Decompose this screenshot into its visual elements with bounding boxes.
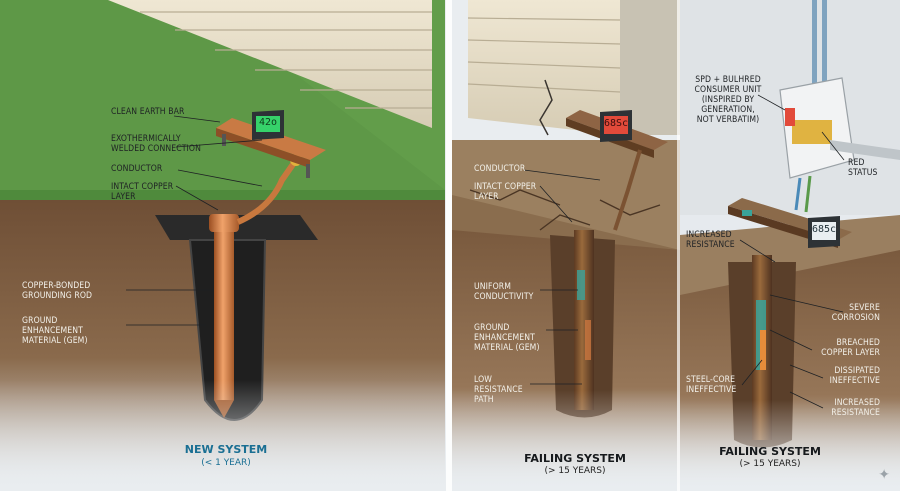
meter-reading-new: 42o: [258, 117, 278, 128]
wall-crack: [539, 79, 553, 136]
label-conductor-2: CONDUCTOR: [474, 164, 526, 174]
label-breached-copper: BREACHED COPPER LAYER: [821, 338, 880, 358]
ground-cracks: [469, 189, 661, 231]
title-failing-system-2: FAILING SYSTEM: [719, 445, 821, 458]
label-conductor: CONDUCTOR: [111, 164, 163, 174]
label-gem: GROUND ENHANCEMENT MATERIAL (GEM): [22, 316, 88, 346]
label-dissipated: DISSIPATED INEFFECTIVE: [829, 366, 880, 386]
label-steel-core: STEEL-CORE INEFFECTIVE: [686, 375, 737, 395]
subtitle-failing-system-2: (> 15 YEARS): [739, 459, 801, 469]
label-severe-corrosion: SEVERE CORROSION: [831, 303, 880, 323]
title-failing-system-1: FAILING SYSTEM: [524, 452, 626, 465]
label-gem-2: GROUND ENHANCEMENT MATERIAL (GEM): [474, 323, 540, 353]
spd-module: [792, 120, 832, 144]
earth-bar: [216, 118, 326, 160]
subtitle-new-system: (< 1 YEAR): [201, 458, 251, 468]
label-intact-copper-2: INTACT COPPER LAYER: [474, 182, 537, 202]
meter-reading-failing-2: 685c: [811, 224, 837, 235]
subtitle-failing-system-1: (> 15 YEARS): [544, 466, 606, 476]
label-uniform-conductivity: UNIFORM CONDUCTIVITY: [474, 282, 534, 302]
house-siding: [108, 0, 432, 128]
label-increased-resistance-top: INCREASED RESISTANCE: [686, 230, 735, 250]
label-red-status: RED STATUS: [848, 158, 878, 178]
panel-failing-system-1: [452, 0, 680, 491]
label-clean-earth-bar: CLEAN EARTH BAR: [111, 107, 185, 117]
rod-clamp: [209, 214, 239, 232]
label-increased-resistance-bottom: INCREASED RESISTANCE: [831, 398, 880, 418]
sparkle-icon: ✦: [878, 466, 890, 482]
label-grounding-rod: COPPER-BONDED GROUNDING ROD: [22, 281, 93, 301]
panel-failing-system-2: [680, 0, 900, 491]
label-intact-copper: INTACT COPPER LAYER: [111, 182, 174, 202]
red-status-light: [785, 108, 795, 126]
house-siding-2: [468, 0, 620, 135]
meter-reading-failing-1: 68Sc: [603, 118, 629, 129]
label-spd-consumer-unit: SPD + BULHRED CONSUMER UNIT (INSPIRED BY…: [694, 75, 762, 125]
label-low-resistance: LOW RESISTANCE PATH: [474, 375, 523, 405]
conductor-wire: [236, 158, 299, 225]
panel-new-system: [0, 0, 452, 491]
copper-rod: [214, 222, 234, 400]
label-welded-connection: EXOTHERMICALLY WELDED CONNECTION: [111, 134, 201, 154]
title-new-system: NEW SYSTEM: [184, 443, 268, 456]
